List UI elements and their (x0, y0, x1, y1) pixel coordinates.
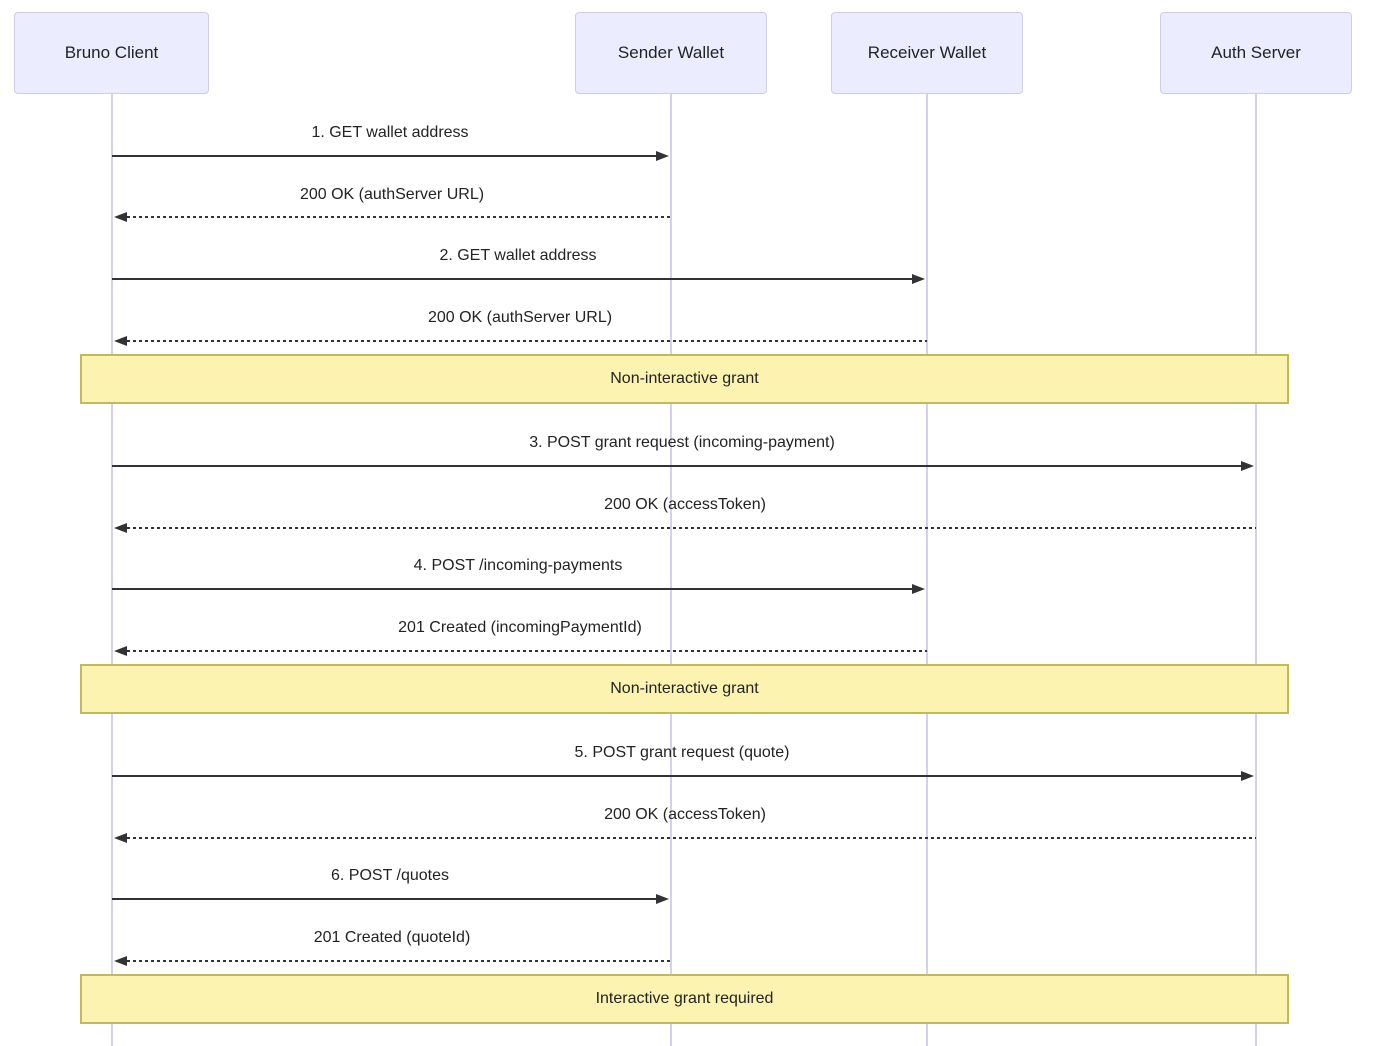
note-banner-label: Interactive grant required (595, 990, 774, 1007)
message-line (127, 650, 927, 652)
message-line (127, 340, 927, 342)
actor-label: Auth Server (1211, 43, 1301, 62)
message-line (112, 465, 1241, 467)
arrowhead-left-icon (114, 646, 127, 656)
note-banner-label: Non-interactive grant (610, 370, 759, 387)
message-line (112, 588, 912, 590)
arrowhead-right-icon (1241, 771, 1254, 781)
message-label: 201 Created (quoteId) (313, 929, 471, 946)
message-label: 6. POST /quotes (331, 867, 449, 884)
message-line (112, 898, 656, 900)
message-label: 4. POST /incoming-payments (413, 557, 623, 574)
arrowhead-left-icon (114, 336, 127, 346)
arrowhead-left-icon (114, 833, 127, 843)
message-line (112, 155, 656, 157)
arrowhead-left-icon (114, 523, 127, 533)
note-banner-3: Interactive grant required (80, 974, 1289, 1024)
note-banner-label: Non-interactive grant (610, 680, 759, 697)
actor-label: Sender Wallet (617, 43, 725, 62)
message-label: 1. GET wallet address (311, 124, 469, 141)
message-label: 3. POST grant request (incoming-payment) (529, 434, 835, 451)
message-line (112, 775, 1241, 777)
arrowhead-right-icon (656, 151, 669, 161)
message-label: 200 OK (accessToken) (604, 806, 766, 823)
lifeline-sender-wallet (670, 94, 672, 1046)
message-label: 2. GET wallet address (439, 247, 597, 264)
message-line (127, 837, 1256, 839)
actor-bruno-client: Bruno Client (14, 12, 209, 94)
arrowhead-left-icon (114, 956, 127, 966)
actor-receiver-wallet: Receiver Wallet (831, 12, 1023, 94)
lifeline-receiver-wallet (926, 94, 928, 1046)
message-line (112, 278, 912, 280)
note-banner-2: Non-interactive grant (80, 664, 1289, 714)
message-label: 5. POST grant request (quote) (574, 744, 790, 761)
actor-sender-wallet: Sender Wallet (575, 12, 767, 94)
note-banner-1: Non-interactive grant (80, 354, 1289, 404)
arrowhead-right-icon (656, 894, 669, 904)
arrowhead-left-icon (114, 212, 127, 222)
lifeline-auth-server (1255, 94, 1257, 1046)
message-label: 200 OK (authServer URL) (427, 309, 613, 326)
arrowhead-right-icon (912, 274, 925, 284)
actor-label: Receiver Wallet (867, 43, 987, 62)
message-label: 201 Created (incomingPaymentId) (398, 619, 642, 636)
actor-auth-server: Auth Server (1160, 12, 1352, 94)
message-line (127, 527, 1256, 529)
lifeline-bruno-client (111, 94, 113, 1046)
message-label: 200 OK (accessToken) (604, 496, 766, 513)
message-label: 200 OK (authServer URL) (299, 186, 485, 203)
arrowhead-right-icon (1241, 461, 1254, 471)
message-line (127, 216, 670, 218)
actor-label: Bruno Client (64, 43, 159, 62)
arrowhead-right-icon (912, 584, 925, 594)
message-line (127, 960, 671, 962)
